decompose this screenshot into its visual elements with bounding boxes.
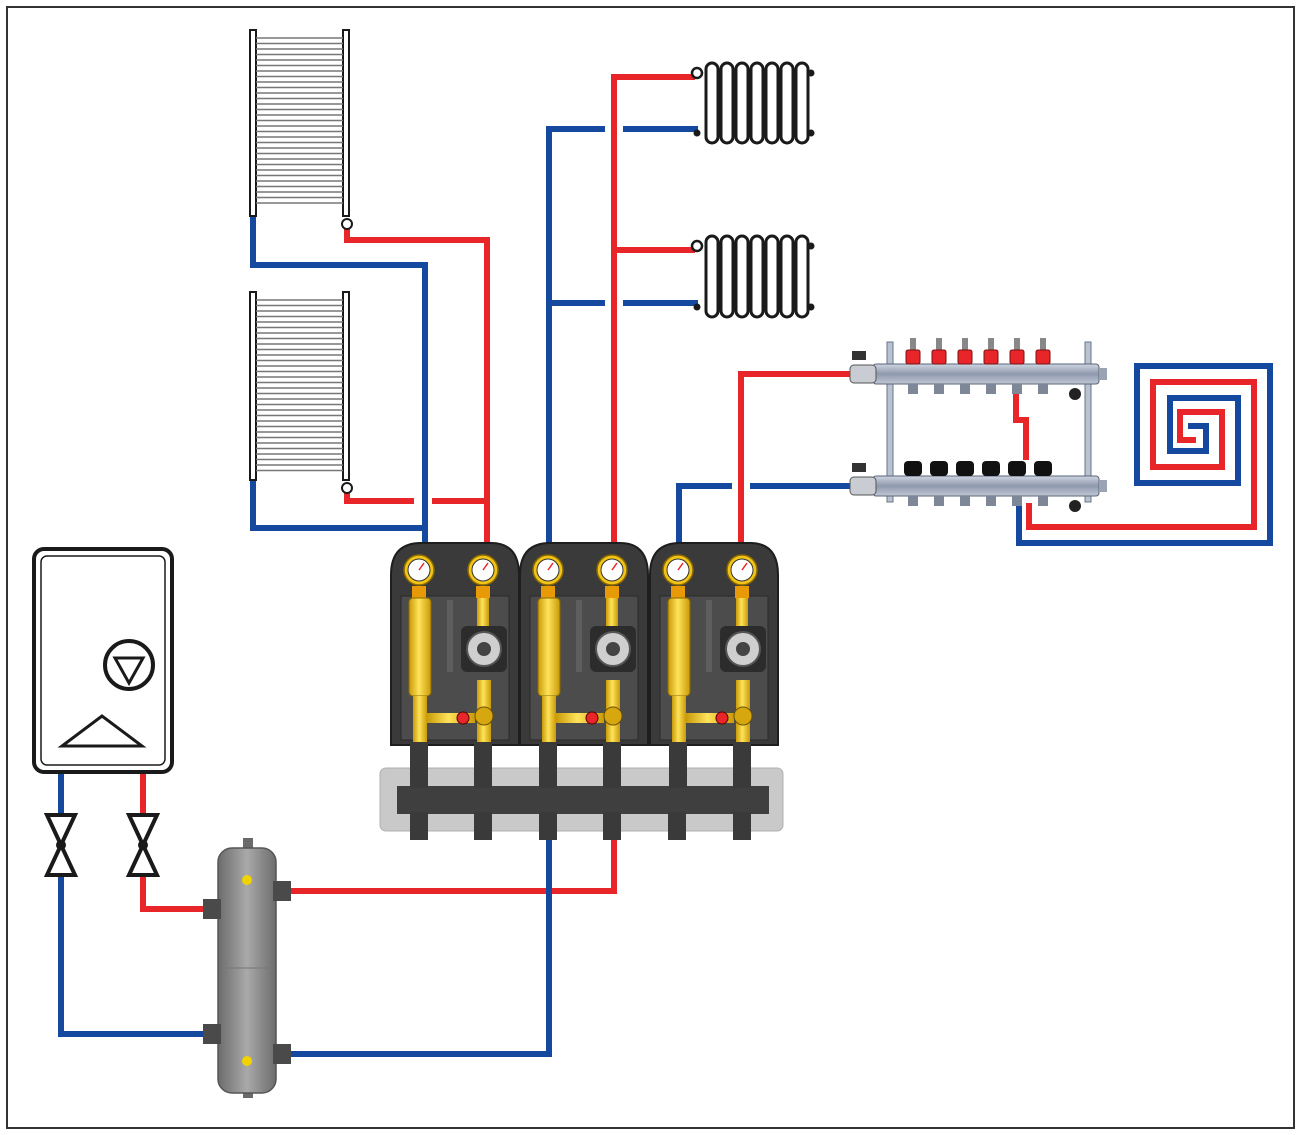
supply-pipe-boiler-b <box>140 875 215 912</box>
supply-pipe-towel-rad-2 <box>344 488 414 504</box>
sectional-radiator-icon <box>690 234 815 319</box>
return-pipe-ufh <box>676 483 732 545</box>
supply-pipe-radiator-1 <box>611 74 695 545</box>
ball-valve-icon <box>43 813 79 877</box>
ufh-loop-supply <box>1026 379 1257 530</box>
pump-group-icon <box>390 542 520 788</box>
return-pipe-towel-rad-1 <box>250 215 428 545</box>
pump-group-icon <box>519 542 649 788</box>
ball-valve-icon <box>125 813 161 877</box>
burner-triangle-icon <box>57 714 147 748</box>
return-pipe-boiler-b <box>58 875 215 1037</box>
return-pipe-header <box>285 838 552 1057</box>
ufh-loop-return <box>1016 363 1273 546</box>
hydraulic-separator-icon <box>203 838 291 1098</box>
ufh-manifold-bypass <box>1013 390 1029 460</box>
sectional-radiator-icon <box>690 61 815 145</box>
pipe-network <box>58 74 1273 1057</box>
circulation-pump-icon <box>103 639 155 691</box>
supply-pipe-ufh <box>738 371 855 545</box>
diagram-frame <box>6 6 1295 1129</box>
floor-heating-manifold-icon <box>849 338 1107 512</box>
towel-radiator-icon <box>249 29 353 230</box>
pump-group-icon <box>649 542 779 788</box>
towel-radiator-icon <box>249 291 353 494</box>
return-pipe-radiator-1 <box>546 126 605 545</box>
distribution-header-icon <box>379 767 784 840</box>
wall-boiler-icon <box>32 547 174 774</box>
return-pipe-towel-rad-2 <box>250 480 425 531</box>
supply-pipe-towel-rad-1 <box>344 224 490 545</box>
supply-pipe-header <box>285 838 617 894</box>
